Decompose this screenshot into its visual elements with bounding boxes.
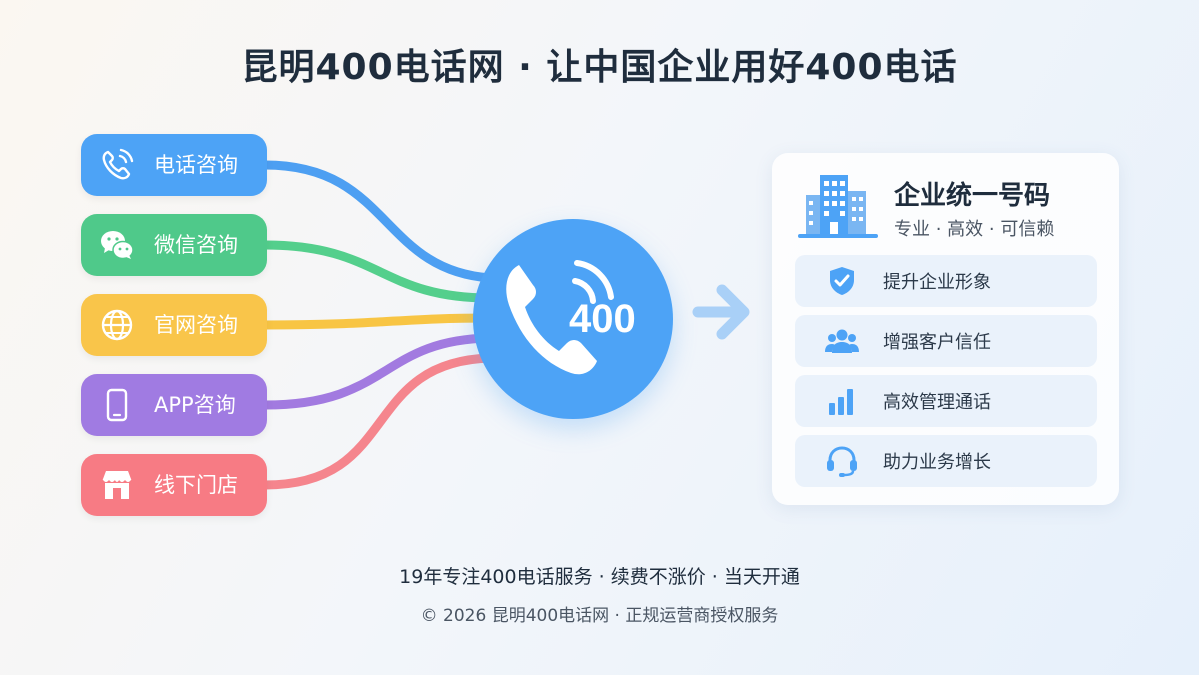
channel-offline-store[interactable]: 线下门店 <box>81 454 267 516</box>
people-group-icon <box>825 329 859 353</box>
channel-label: 微信咨询 <box>154 233 238 257</box>
storefront-icon <box>102 471 132 499</box>
connector-store <box>260 353 495 490</box>
channel-app-consult[interactable]: APP咨询 <box>81 374 267 436</box>
headset-icon <box>827 446 857 477</box>
channel-label: 官网咨询 <box>154 313 238 337</box>
connector-wechat <box>260 240 495 303</box>
wechat-icon <box>101 231 134 260</box>
phone-handset-icon <box>506 260 614 375</box>
panel-title: 企业统一号码 <box>894 181 1051 211</box>
shield-check-icon <box>830 267 854 295</box>
channel-label: APP咨询 <box>154 393 236 417</box>
footer-copyright: © 2026 昆明400电话网 · 正规运营商授权服务 <box>420 606 779 626</box>
benefit-label: 助力业务增长 <box>883 452 991 473</box>
benefit-label: 增强客户信任 <box>883 332 991 353</box>
panel-subtitle: 专业 · 高效 · 可信赖 <box>894 219 1055 240</box>
channel-website-consult[interactable]: 官网咨询 <box>81 294 267 356</box>
globe-icon <box>101 309 133 341</box>
connector-app <box>260 333 495 410</box>
page-title: 昆明400电话网 · 让中国企业用好400电话 <box>241 47 958 88</box>
benefit-item: 提升企业形象 <box>795 255 1097 307</box>
mobile-phone-icon <box>106 388 128 422</box>
phone-ringing-icon <box>102 148 134 180</box>
channel-wechat-consult[interactable]: 微信咨询 <box>81 214 267 276</box>
hub-400-circle: 400 <box>473 219 673 419</box>
hub-400-text: 400 <box>569 297 636 341</box>
benefit-label: 提升企业形象 <box>883 272 991 293</box>
footer-tagline: 19年专注400电话服务 · 续费不涨价 · 当天开通 <box>399 566 800 588</box>
benefit-item: 助力业务增长 <box>795 435 1097 487</box>
benefit-label: 高效管理通话 <box>883 392 991 413</box>
unified-number-panel: 企业统一号码 专业 · 高效 · 可信赖 提升企业形象 增强客户信任 高效管理通… <box>772 153 1119 505</box>
channel-label: 电话咨询 <box>154 153 238 177</box>
arrow-right-icon <box>692 284 750 340</box>
benefit-item: 增强客户信任 <box>795 315 1097 367</box>
benefit-item: 高效管理通话 <box>795 375 1097 427</box>
connector-phone <box>260 160 495 283</box>
connector-web <box>260 313 495 330</box>
office-building-icon <box>798 175 878 238</box>
channel-label: 线下门店 <box>154 473 238 497</box>
bar-chart-icon <box>829 389 853 415</box>
channel-phone-consult[interactable]: 电话咨询 <box>81 134 267 196</box>
